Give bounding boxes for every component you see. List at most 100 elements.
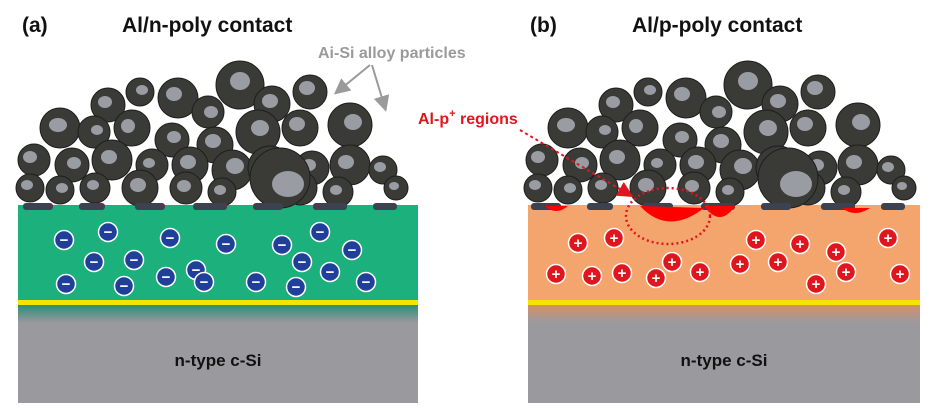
panel-b-label: (b) [530,14,557,37]
electron: − [55,273,77,295]
hole: + [789,233,811,255]
alloy-particle [723,60,773,110]
svg-text:−: − [200,274,209,291]
alloy-particle [154,122,190,158]
panel-a-title: Al/n-poly contact [122,14,292,37]
svg-text:−: − [298,254,307,271]
electron: − [309,221,331,243]
alloy-particle [629,169,667,207]
hole: + [611,262,633,284]
alloy-particle [113,109,151,147]
alloy-particle [835,102,881,148]
svg-text:+: + [774,254,783,271]
hole: + [729,253,751,275]
alloy-particle [599,139,641,181]
svg-text:−: − [60,232,69,249]
particles-b [523,60,917,210]
svg-text:−: − [130,252,139,269]
hole: + [835,261,857,283]
alloy-particle [757,147,819,209]
al-p-regions [545,206,870,222]
hole: + [877,227,899,249]
electron: − [319,261,341,283]
alloy-particle [157,77,199,119]
al-p-region [842,208,870,213]
hole: + [689,261,711,283]
svg-text:−: − [166,230,175,247]
svg-text:−: − [120,278,129,295]
svg-text:−: − [278,237,287,254]
svg-text:+: + [618,265,627,282]
alloy-particle [699,95,733,129]
svg-text:+: + [752,232,761,249]
electron: − [155,266,177,288]
alloy-particle [523,173,553,203]
alloy-particle [621,109,659,147]
alloy-particle [553,175,583,205]
contact-foot [253,203,283,210]
contact-foot [79,203,105,210]
al-p-region [640,206,704,222]
contact-foot [761,203,791,210]
panel-b: (b) Al/p-poly contact n-type c-Si + + + + + +… [418,14,920,403]
alloy-particle [191,95,225,129]
electron: − [97,221,119,243]
panel-b-title: Al/p-poly contact [632,14,802,37]
svg-text:−: − [90,254,99,271]
alloy-particle [281,109,319,147]
svg-text:+: + [812,276,821,293]
alloy-particle [665,77,707,119]
svg-text:−: − [362,274,371,291]
contact-foot [193,203,227,210]
hole: + [545,263,567,285]
alloy-particle [715,177,745,207]
alloy-particle [383,175,409,201]
electron: − [215,233,237,255]
electron: − [271,234,293,256]
electron: − [113,275,135,297]
alloy-particle [585,115,619,149]
contact-foot [135,203,165,210]
svg-text:−: − [192,262,201,279]
interface-gradient-b [528,305,920,323]
electron: − [245,271,267,293]
svg-text:+: + [842,264,851,281]
electron: − [193,271,215,293]
svg-text:+: + [652,270,661,287]
contact-foot [587,203,613,210]
alloy-particle [327,102,373,148]
hole: + [889,263,911,285]
alloy-particle [662,122,698,158]
alloy-particle [891,175,917,201]
oxide-layer-a [18,300,418,305]
hole: + [767,251,789,273]
alloy-particle [121,169,159,207]
alloy-particle [876,155,906,185]
hole: + [805,273,827,295]
svg-text:−: − [252,274,261,291]
electron: − [341,239,363,261]
svg-text:−: − [104,224,113,241]
svg-text:+: + [696,264,705,281]
svg-text:+: + [610,230,619,247]
alloy-particle [837,144,879,186]
hole: + [645,267,667,289]
panel-a-label: (a) [22,14,48,37]
svg-text:−: − [316,224,325,241]
svg-text:+: + [736,256,745,273]
alloy-particle [91,139,133,181]
hole: + [567,232,589,254]
electron: − [159,227,181,249]
alloy-particle [207,177,237,207]
oxide-layer-b [528,300,920,305]
hole: + [603,227,625,249]
hole: + [745,229,767,251]
alloy-arrow-2 [371,64,390,112]
substrate-a-label: n-type c-Si [175,351,262,370]
alloy-particle [90,87,126,123]
alloy-particle [15,173,45,203]
substrate-b-label: n-type c-Si [681,351,768,370]
al-p-region [545,206,568,211]
svg-text:+: + [552,266,561,283]
